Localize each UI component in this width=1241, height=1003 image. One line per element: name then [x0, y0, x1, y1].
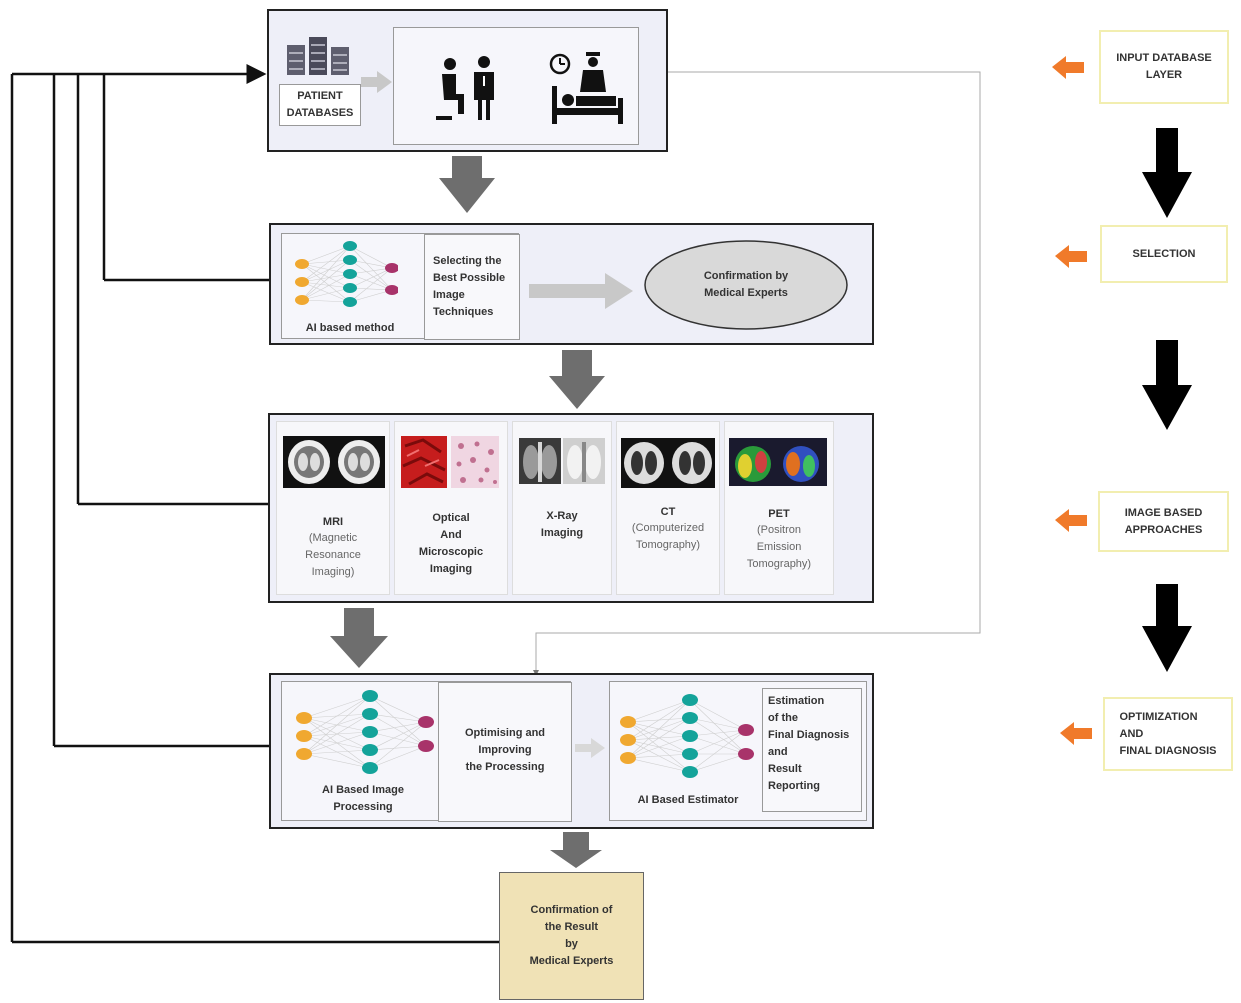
modality-optical: Optical And Microscopic Imaging — [394, 421, 508, 595]
ct-subtitle: (Computerized Tomography) — [631, 522, 705, 551]
ct-title: CT — [660, 506, 676, 518]
light-arrow-icon — [361, 71, 392, 93]
hospital-bed-icon — [549, 52, 623, 124]
side-label-optimization-text: OPTIMIZATION AND FINAL DIAGNOSIS — [1119, 710, 1217, 757]
mri-title: MRI — [322, 516, 344, 528]
stage-selection: AI based method Selecting the Best Possi… — [269, 223, 874, 345]
estimation-box: Estimation of the Final Diagnosis and Re… — [762, 688, 862, 812]
orange-arrow-1 — [1052, 56, 1084, 79]
orange-arrow-2 — [1055, 245, 1087, 268]
xray-title: X-Ray Imaging — [540, 510, 584, 539]
doctor-patient-icon — [436, 56, 494, 120]
ai-image-processing-panel: AI Based Image Processing Optimising and… — [281, 681, 572, 822]
ai-estimator-label: AI Based Estimator — [637, 794, 739, 806]
feedback-lines — [10, 64, 500, 944]
neural-network-icon — [296, 690, 434, 774]
xray-image — [519, 438, 605, 484]
pet-scan-image — [729, 438, 827, 486]
ai-estimator-panel: AI Based Estimator Estimation of the Fin… — [609, 681, 867, 821]
optical-title: Optical And Microscopic Imaging — [418, 512, 484, 575]
ai-image-processing-label: AI Based Image Processing — [322, 784, 404, 813]
optimising-label: Optimising and Improving the Processing — [464, 727, 546, 773]
side-label-selection: SELECTION — [1100, 225, 1228, 283]
down-arrow-1 — [439, 156, 495, 213]
ai-method-label: AI based method — [305, 322, 395, 334]
confirmation-ellipse-shape — [644, 240, 848, 330]
side-black-arrow-3 — [1142, 584, 1192, 672]
thin-return-line — [533, 71, 981, 676]
side-label-image-approaches: IMAGE BASED APPROACHES — [1098, 491, 1229, 552]
stage-optimization: AI Based Image Processing Optimising and… — [269, 673, 874, 829]
side-label-input-text: INPUT DATABASE LAYER — [1116, 52, 1212, 81]
pet-subtitle: (Positron Emission Tomography) — [746, 524, 812, 570]
patient-databases-label: PATIENT DATABASES — [286, 90, 354, 119]
patient-databases-label-box: PATIENT DATABASES — [279, 84, 361, 126]
optimising-box: Optimising and Improving the Processing — [438, 682, 572, 822]
mri-subtitle: (Magnetic Resonance Imaging) — [305, 532, 361, 578]
down-arrow-4 — [550, 832, 602, 868]
consultation-panel — [393, 27, 639, 145]
estimation-label: Estimation of the Final Diagnosis and Re… — [768, 695, 850, 792]
stage-input-database: PATIENT DATABASES — [267, 9, 668, 152]
selecting-techniques-label: Selecting the Best Possible Image Techni… — [433, 255, 506, 318]
down-arrow-2 — [549, 350, 605, 409]
database-servers-icon — [287, 37, 349, 75]
ct-scan-image — [621, 438, 715, 488]
side-label-optimization: OPTIMIZATION AND FINAL DIAGNOSIS — [1103, 697, 1233, 771]
stage-image-approaches: MRI (Magnetic Resonance Imaging) Optical… — [268, 413, 874, 603]
side-label-input-database: INPUT DATABASE LAYER — [1099, 30, 1229, 104]
side-label-image-text: IMAGE BASED APPROACHES — [1124, 506, 1203, 536]
final-confirmation-box: Confirmation of the Result by Medical Ex… — [499, 872, 644, 1000]
final-confirmation-label: Confirmation of the Result by Medical Ex… — [529, 904, 614, 967]
processing-to-estimator-arrow — [575, 738, 605, 758]
modality-mri: MRI (Magnetic Resonance Imaging) — [276, 421, 390, 595]
side-black-arrow-2 — [1142, 340, 1192, 430]
neural-network-icon — [620, 694, 754, 778]
selection-to-confirmation-arrow — [529, 273, 633, 309]
mri-scan-image — [283, 436, 385, 488]
ai-method-panel: AI based method Selecting the Best Possi… — [281, 233, 520, 340]
modality-xray: X-Ray Imaging — [512, 421, 612, 595]
orange-arrow-4 — [1060, 722, 1092, 745]
side-black-arrow-1 — [1142, 128, 1192, 218]
modality-pet: PET (Positron Emission Tomography) — [724, 421, 834, 595]
side-label-selection-text: SELECTION — [1132, 247, 1196, 260]
neural-network-icon — [295, 241, 398, 307]
confirmation-by-experts-label: Confirmation by Medical Experts — [703, 270, 789, 299]
down-arrow-3 — [330, 608, 388, 668]
pet-title: PET — [768, 508, 790, 520]
orange-arrow-3 — [1055, 509, 1087, 532]
optical-microscopic-image — [401, 436, 499, 488]
selecting-techniques-box: Selecting the Best Possible Image Techni… — [424, 234, 520, 340]
modality-ct: CT (Computerized Tomography) — [616, 421, 720, 595]
